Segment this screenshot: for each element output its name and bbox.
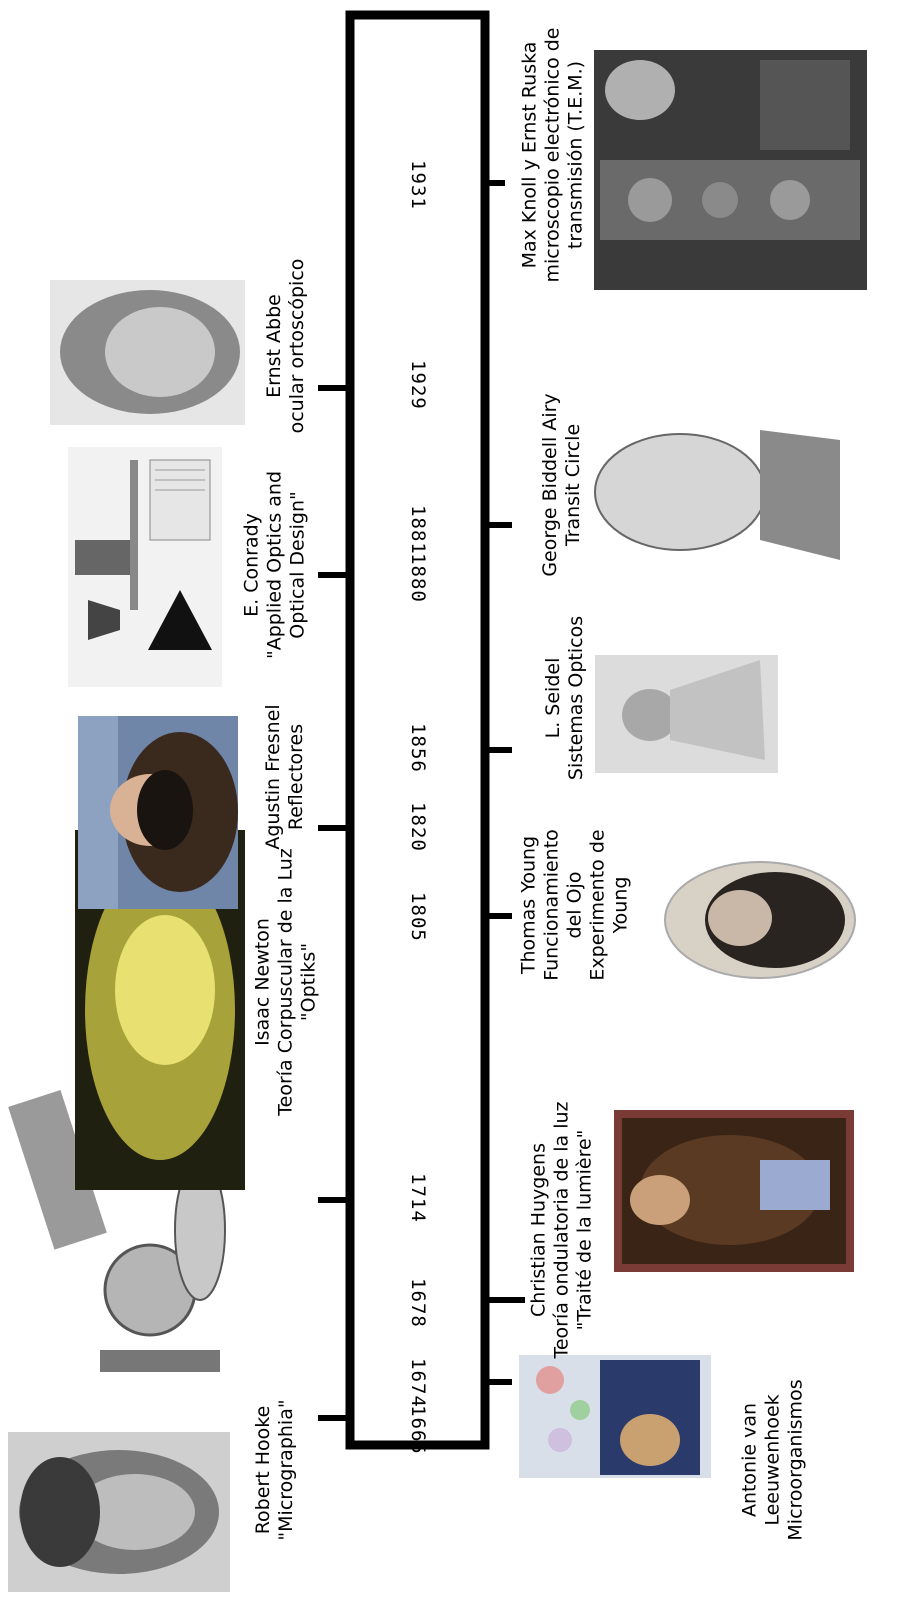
hooke-microscope <box>8 1085 234 1415</box>
airy-line-1: George Biddell Airy <box>539 393 561 577</box>
huygens-line-3: "Traité de la lumière" <box>573 1129 596 1331</box>
conrady-line-3: Optical Design" <box>286 491 309 639</box>
abbe-line-1: Ernst Abbe <box>263 294 285 398</box>
year-text: 1674 <box>407 1358 429 1408</box>
seidel-line-1: L. Seidel <box>542 657 564 739</box>
year-text: 1856 <box>407 723 429 773</box>
young-line-4: Experimento de <box>586 829 609 981</box>
ruska-line-3: transmisión (T.E.M.) <box>564 60 587 250</box>
agustin-fresnel-portrait <box>78 716 238 909</box>
newton-line-3: "Optiks" <box>297 942 320 1022</box>
leeuwenhoek-line-3: Microorganismos <box>784 1379 807 1541</box>
tem-microscope-photo <box>594 50 867 290</box>
newton-line-1: Isaac Newton <box>251 918 274 1046</box>
year-text: 1714 <box>407 1173 429 1223</box>
ernst-abbe-portrait <box>50 280 245 425</box>
young-line-3: del Ojo <box>563 871 586 939</box>
thomas-young-portrait <box>664 861 856 979</box>
timeline-box <box>345 10 490 1450</box>
leeuwenhoek-line-2: Leeuwenhoek <box>761 1394 784 1526</box>
fresnel-line-2: Reflectores <box>285 723 307 831</box>
newton-line-2: Teoría Corpuscular de la Luz <box>274 848 297 1116</box>
conrady-line-2: "Applied Optics and <box>263 470 286 660</box>
fresnel-line-1: Agustin Fresnel <box>262 704 284 850</box>
airy-portrait <box>586 425 848 570</box>
ruska-line-2: microscopio electrónico de <box>541 27 564 283</box>
young-line-5: Young <box>609 876 632 934</box>
young-line-1: Thomas Young <box>517 835 540 975</box>
leeuwenhoek-portrait <box>519 1355 711 1478</box>
year-text: 1931 <box>407 160 429 210</box>
huygens-line-1: Christian Huygens <box>527 1143 550 1318</box>
year-text: 1881 <box>407 505 429 555</box>
year-text: 1805 <box>407 892 429 942</box>
leeuwenhoek-line-1: Antonie van <box>738 1402 761 1518</box>
year-text: 1880 <box>407 553 429 603</box>
year-text: 1665 <box>407 1405 429 1455</box>
hooke-line-2: "Micrographia" <box>275 1399 297 1541</box>
year-text: 1929 <box>407 360 429 410</box>
abbe-line-2: ocular ortoscópico <box>286 258 308 434</box>
year-text: 1820 <box>407 802 429 852</box>
conrady-line-1: E. Conrady <box>240 513 263 617</box>
ruska-line-1: Max Knoll y Ernst Ruska <box>518 41 541 269</box>
hooke-line-1: Robert Hooke <box>252 1405 274 1535</box>
huygens-line-2: Teoría ondulatoria de la luz <box>550 1101 573 1359</box>
airy-line-2: Transit Circle <box>562 423 584 547</box>
young-line-2: Funcionamiento <box>540 829 563 981</box>
seidel-portrait <box>595 655 778 773</box>
seidel-line-2: Sistemas Opticos <box>565 615 587 781</box>
optics-diagram <box>68 447 222 687</box>
huygens-portrait <box>614 1110 854 1272</box>
year-text: 1678 <box>407 1278 429 1328</box>
robert-hooke-portrait <box>8 1432 230 1592</box>
